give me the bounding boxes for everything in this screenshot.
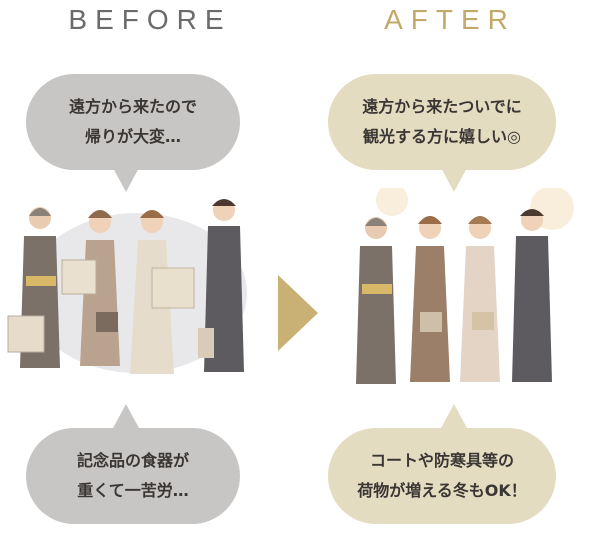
woman-figure-1 <box>61 210 120 366</box>
before-bottom-speech-bubble: 記念品の食器が 重くて一苦労… <box>26 428 240 524</box>
after-family-illustration <box>356 188 574 384</box>
before-top-speech-bubble: 遠方から来たので 帰りが大変… <box>26 74 240 170</box>
after-bottom-speech-bubble: コートや防寒具等の 荷物が増える冬もOK！ <box>328 428 556 524</box>
before-bottom-bubble-tail <box>112 404 140 430</box>
chevron-right-icon <box>278 275 318 351</box>
man-figure <box>198 199 244 372</box>
before-family-illustration <box>7 199 247 374</box>
woman-figure-2 <box>460 216 500 382</box>
before-top-bubble-text: 遠方から来たので 帰りが大変… <box>68 97 197 146</box>
after-top-bubble-tail <box>440 166 468 192</box>
woman-figure-2 <box>130 210 195 374</box>
grandmother-figure <box>7 207 60 368</box>
after-bottom-bubble-tail <box>440 404 468 430</box>
before-heading: BEFORE <box>68 4 232 35</box>
after-top-bubble-text: 遠方から来たついでに 観光する方に嬉しい◎ <box>362 97 522 146</box>
woman-figure-1 <box>410 216 450 382</box>
grandmother-figure <box>356 217 396 384</box>
after-top-speech-bubble: 遠方から来たついでに 観光する方に嬉しい◎ <box>328 74 556 170</box>
after-heading: AFTER <box>384 4 516 35</box>
before-bottom-bubble-text: 記念品の食器が 重くて一苦労… <box>76 451 189 500</box>
after-bottom-bubble-text: コートや防寒具等の 荷物が増える冬もOK！ <box>357 451 527 500</box>
before-top-bubble-tail <box>112 166 140 192</box>
man-figure <box>512 209 552 382</box>
